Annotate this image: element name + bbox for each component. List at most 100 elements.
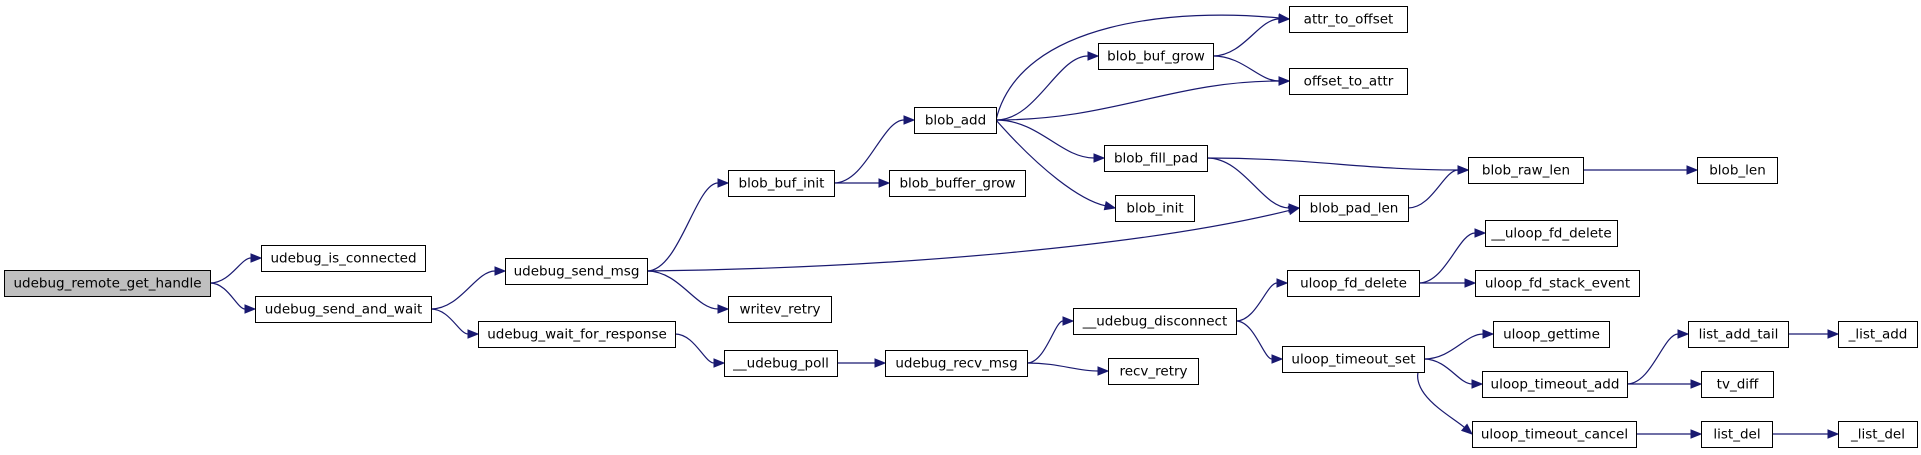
node-label-attr_to_offset: attr_to_offset	[1304, 12, 1394, 28]
node-box-blob_buf_grow	[1098, 43, 1214, 70]
node-label-__uloop_fd_delete: __uloop_fd_delete	[1490, 226, 1611, 242]
arrowhead-uloop_fd_delete-to-__uloop_fd_delete	[1474, 228, 1487, 238]
arrowhead-udebug_recv_msg-to-__udebug_disconnect	[1062, 316, 1075, 326]
nodes-layer: udebug_remote_get_handle udebug_is_connec…	[4, 6, 1918, 448]
node-box-attr_to_offset	[1289, 6, 1408, 33]
node-box-blob_add	[914, 107, 997, 134]
node-label-__udebug_disconnect: __udebug_disconnect	[1082, 314, 1228, 330]
node-box-__udebug_poll	[724, 350, 838, 377]
arrowhead-uloop_fd_delete-to-uloop_fd_stack_event	[1464, 278, 1477, 288]
edges-layer	[209, 13, 1840, 439]
node-box-udebug_recv_msg	[885, 350, 1028, 377]
node-label-uloop_timeout_set: uloop_timeout_set	[1291, 352, 1415, 368]
node-_list_add[interactable]: _list_add	[1838, 321, 1918, 348]
node-box-_list_del	[1838, 421, 1918, 448]
edge-uloop_timeout_set-to-uloop_gettime	[1423, 333, 1484, 360]
node-uloop_fd_delete[interactable]: uloop_fd_delete	[1287, 270, 1420, 297]
node-box-list_del	[1701, 421, 1773, 448]
node-box-blob_pad_len	[1299, 195, 1409, 222]
node-tv_diff[interactable]: tv_diff	[1701, 371, 1774, 398]
node-label-list_add_tail: list_add_tail	[1699, 327, 1779, 343]
node-box-_list_add	[1838, 321, 1918, 348]
node-uloop_fd_stack_event[interactable]: uloop_fd_stack_event	[1475, 270, 1640, 297]
arrowhead-uloop_timeout_add-to-tv_diff	[1690, 379, 1703, 389]
edge-blob_add-to-blob_fill_pad	[995, 119, 1095, 159]
node-recv_retry[interactable]: recv_retry	[1108, 358, 1199, 385]
node-udebug_send_and_wait[interactable]: udebug_send_and_wait	[255, 296, 432, 323]
node-list_del[interactable]: list_del	[1701, 421, 1773, 448]
edge-blob_fill_pad-to-blob_pad_len	[1206, 157, 1290, 209]
node-box-uloop_fd_stack_event	[1475, 270, 1640, 297]
node-label-uloop_gettime: uloop_gettime	[1503, 327, 1600, 343]
node-box-__uloop_fd_delete	[1485, 220, 1618, 247]
node-udebug_recv_msg[interactable]: udebug_recv_msg	[885, 350, 1028, 377]
node-label-blob_add: blob_add	[925, 113, 986, 129]
node-uloop_timeout_add[interactable]: uloop_timeout_add	[1482, 371, 1628, 398]
node-label-blob_fill_pad: blob_fill_pad	[1114, 151, 1198, 167]
edge-udebug_remote_get_handle-to-udebug_send_and_wait	[209, 282, 246, 310]
node-blob_pad_len[interactable]: blob_pad_len	[1299, 195, 1409, 222]
node-box-blob_buffer_grow	[889, 170, 1026, 197]
node-box-uloop_timeout_add	[1482, 371, 1628, 398]
node-label-udebug_is_connected: udebug_is_connected	[270, 251, 416, 267]
node-blob_add[interactable]: blob_add	[914, 107, 997, 134]
arrowhead-uloop_timeout_add-to-list_add_tail	[1677, 329, 1690, 339]
arrowhead-udebug_wait_for_response-to-__udebug_poll	[713, 358, 726, 368]
edge-udebug_send_and_wait-to-udebug_wait_for_response	[430, 308, 469, 335]
edge-udebug_wait_for_response-to-__udebug_poll	[674, 333, 715, 364]
node-uloop_timeout_cancel[interactable]: uloop_timeout_cancel	[1472, 421, 1637, 448]
node-blob_buf_grow[interactable]: blob_buf_grow	[1098, 43, 1214, 70]
arrowhead-blob_buf_init-to-blob_add	[903, 115, 916, 125]
edge-uloop_timeout_add-to-list_add_tail	[1626, 333, 1679, 385]
node-box-offset_to_attr	[1289, 68, 1408, 95]
node-label-_list_del: _list_del	[1850, 427, 1905, 443]
node-udebug_wait_for_response[interactable]: udebug_wait_for_response	[478, 321, 676, 348]
node-label-writev_retry: writev_retry	[739, 302, 820, 318]
node-__uloop_fd_delete[interactable]: __uloop_fd_delete	[1485, 220, 1618, 247]
node-label-_list_add: _list_add	[1848, 327, 1908, 343]
arrowhead-udebug_remote_get_handle-to-udebug_send_and_wait	[244, 304, 257, 314]
node-box-blob_init	[1115, 195, 1195, 222]
node-label-udebug_send_msg: udebug_send_msg	[514, 264, 640, 280]
node-box-uloop_timeout_cancel	[1472, 421, 1637, 448]
node-blob_fill_pad[interactable]: blob_fill_pad	[1104, 145, 1208, 172]
node-_list_del[interactable]: _list_del	[1838, 421, 1918, 448]
node-list_add_tail[interactable]: list_add_tail	[1688, 321, 1789, 348]
node-label-blob_buf_grow: blob_buf_grow	[1107, 49, 1205, 65]
edge-__udebug_disconnect-to-uloop_fd_delete	[1235, 282, 1278, 322]
node-label-blob_len: blob_len	[1709, 163, 1766, 179]
node-blob_buf_init[interactable]: blob_buf_init	[728, 170, 835, 197]
arrowhead-blob_add-to-blob_buf_grow	[1087, 51, 1100, 61]
arrowhead-blob_add-to-blob_init	[1103, 201, 1117, 211]
node-__udebug_disconnect[interactable]: __udebug_disconnect	[1073, 308, 1237, 335]
node-label-uloop_timeout_add: uloop_timeout_add	[1491, 377, 1620, 393]
arrowhead-blob_pad_len-to-blob_raw_len	[1457, 165, 1470, 175]
node-attr_to_offset[interactable]: attr_to_offset	[1289, 6, 1408, 33]
node-udebug_remote_get_handle: udebug_remote_get_handle	[4, 270, 211, 297]
node-__udebug_poll[interactable]: __udebug_poll	[724, 350, 838, 377]
node-label-udebug_send_and_wait: udebug_send_and_wait	[265, 302, 423, 318]
edge-uloop_fd_delete-to-__uloop_fd_delete	[1418, 232, 1476, 284]
arrowhead-uloop_timeout_set-to-uloop_gettime	[1482, 329, 1495, 339]
arrowhead-udebug_send_and_wait-to-udebug_wait_for_response	[467, 329, 480, 339]
node-blob_buffer_grow[interactable]: blob_buffer_grow	[889, 170, 1026, 197]
node-label-uloop_timeout_cancel: uloop_timeout_cancel	[1481, 427, 1628, 443]
node-box-udebug_is_connected	[261, 245, 426, 272]
node-label-udebug_remote_get_handle: udebug_remote_get_handle	[13, 276, 201, 292]
node-udebug_send_msg[interactable]: udebug_send_msg	[505, 258, 648, 285]
node-blob_raw_len[interactable]: blob_raw_len	[1468, 157, 1584, 184]
node-blob_init[interactable]: blob_init	[1115, 195, 1195, 222]
edge-blob_add-to-offset_to_attr	[995, 80, 1280, 121]
node-udebug_is_connected[interactable]: udebug_is_connected	[261, 245, 426, 272]
node-writev_retry[interactable]: writev_retry	[728, 296, 832, 323]
node-blob_len[interactable]: blob_len	[1697, 157, 1778, 184]
node-offset_to_attr[interactable]: offset_to_attr	[1289, 68, 1408, 95]
edge-blob_add-to-attr_to_offset	[995, 14, 1280, 121]
node-label-udebug_recv_msg: udebug_recv_msg	[895, 356, 1017, 372]
edge-__udebug_disconnect-to-uloop_timeout_set	[1235, 320, 1273, 360]
node-uloop_timeout_set[interactable]: uloop_timeout_set	[1282, 346, 1425, 373]
node-uloop_gettime[interactable]: uloop_gettime	[1493, 321, 1610, 348]
node-box-writev_retry	[728, 296, 832, 323]
node-label-recv_retry: recv_retry	[1119, 364, 1187, 380]
edge-udebug_send_and_wait-to-udebug_send_msg	[430, 270, 496, 310]
